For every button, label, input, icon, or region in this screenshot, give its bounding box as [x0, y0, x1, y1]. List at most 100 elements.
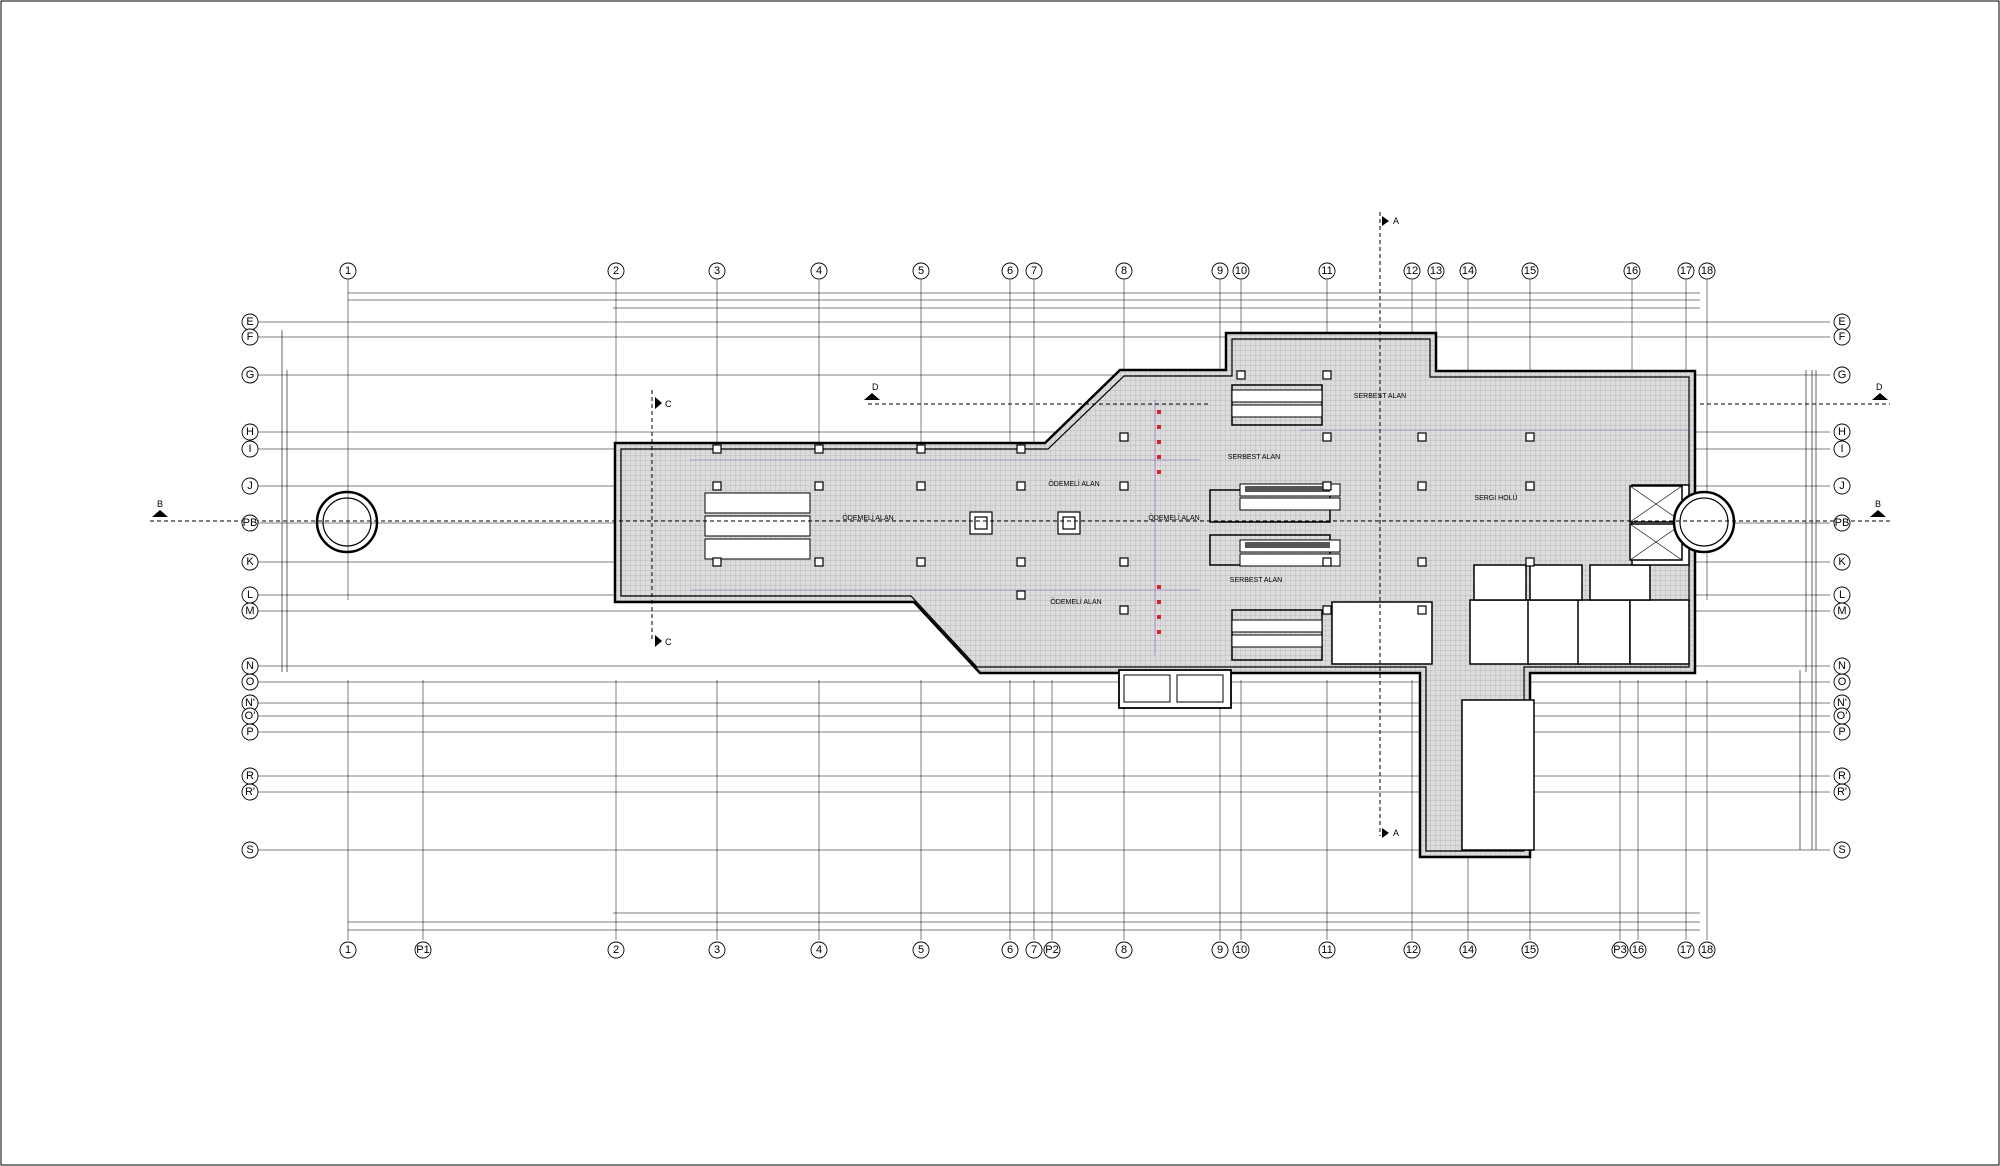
grid-bubble-bottom-9: 9: [1211, 941, 1229, 959]
grid-bubble-right-N: N: [1833, 657, 1851, 675]
section-lines: [150, 212, 1890, 836]
grid-bubble-top-6-label: 6: [1007, 265, 1013, 277]
grid-bubble-left-PB-label: PB: [243, 517, 258, 529]
section-label-c-bottom: C: [665, 637, 672, 647]
grid-bubble-right-Rp-label: R': [1837, 786, 1847, 798]
grid-bubble-left-M: M: [241, 602, 259, 620]
column-12: [1119, 557, 1129, 567]
grid-bubble-top-16: 16: [1623, 262, 1641, 280]
dimension-lines: [281, 292, 1817, 931]
red-marker-0: [1157, 410, 1161, 414]
grid-bubble-right-K-label: K: [1838, 556, 1846, 568]
grid-bubble-left-J: J: [241, 477, 259, 495]
grid-bubble-left-P-label: P: [246, 726, 253, 738]
grid-bubble-left-E-label: E: [246, 316, 253, 328]
column-7: [1525, 481, 1535, 491]
grid-bubble-top-18-label: 18: [1701, 265, 1713, 277]
grid-bubble-bottom-P1-label: P1: [416, 944, 429, 956]
grid-bubble-bottom-7-label: 7: [1031, 944, 1037, 956]
column-25: [1119, 605, 1129, 615]
grid-bubble-top-14-label: 14: [1462, 265, 1474, 277]
grid-bubble-top-4: 4: [810, 262, 828, 280]
grid-bubble-left-H-label: H: [246, 426, 254, 438]
grid-bubble-right-F-label: F: [1839, 331, 1846, 343]
grid-bubble-top-18: 18: [1698, 262, 1716, 280]
floor-outline-inner: [620, 338, 1690, 852]
grid-bubble-top-8-label: 8: [1121, 265, 1127, 277]
grid-bubble-right-S: S: [1833, 841, 1851, 859]
grid-bubble-left-L: L: [241, 586, 259, 604]
grid-bubble-bottom-9-label: 9: [1217, 944, 1223, 956]
grid-bubble-top-12: 12: [1403, 262, 1421, 280]
column-22: [1417, 432, 1427, 442]
grid-bubble-top-7: 7: [1025, 262, 1043, 280]
grid-bubble-right-Rp: R': [1833, 783, 1851, 801]
grid-bubble-top-2: 2: [607, 262, 625, 280]
red-marker-3: [1157, 455, 1161, 459]
grid-bubble-top-13-label: 13: [1430, 265, 1442, 277]
grid-bubble-left-Rp-label: R': [245, 786, 255, 798]
grid-bubble-right-Op-label: O': [1837, 710, 1848, 722]
grid-bubble-right-M-label: M: [1837, 605, 1846, 617]
column-16: [712, 444, 722, 454]
section-label-b-right: B: [1875, 499, 1881, 509]
grid-bubble-bottom-15: 15: [1521, 941, 1539, 959]
grid-bubble-bottom-7: 7: [1025, 941, 1043, 959]
grid-bubble-top-5: 5: [912, 262, 930, 280]
column-11: [1016, 557, 1026, 567]
column-8: [712, 557, 722, 567]
grid-bubble-left-G: G: [241, 366, 259, 384]
grid-bubble-left-J-label: J: [247, 480, 253, 492]
grid-bubble-left-I-label: I: [248, 443, 251, 455]
grid-bubble-left-K: K: [241, 553, 259, 571]
grid-bubble-bottom-10-label: 10: [1235, 944, 1247, 956]
grid-bubble-left-S: S: [241, 841, 259, 859]
grid-bubble-left-I: I: [241, 440, 259, 458]
grid-bubble-top-1-label: 1: [345, 265, 351, 277]
grid-bubble-top-15: 15: [1521, 262, 1539, 280]
room-label-odemeli-alan-2: ÖDEMELİ ALAN: [1048, 479, 1099, 488]
grid-bubble-right-G-label: G: [1838, 369, 1847, 381]
grid-bubble-bottom-10: 10: [1232, 941, 1250, 959]
grid-bubble-right-PB: PB: [1833, 514, 1851, 532]
center-skylights: [969, 511, 1081, 535]
column-15: [1525, 557, 1535, 567]
grid-bubble-top-5-label: 5: [918, 265, 924, 277]
section-label-d-left: D: [872, 382, 879, 392]
grid-bubble-bottom-17-label: 17: [1680, 944, 1692, 956]
grid-bubble-right-H-label: H: [1838, 426, 1846, 438]
section-label-a-top: A: [1393, 216, 1399, 226]
room-label-sergi-holu: SERGİ HOLÜ: [1474, 493, 1517, 502]
grid-bubble-bottom-1-label: 1: [345, 944, 351, 956]
grid-bubble-bottom-2-label: 2: [613, 944, 619, 956]
grid-bubble-right-K: K: [1833, 553, 1851, 571]
column-21: [1322, 432, 1332, 442]
red-marker-4: [1157, 470, 1161, 474]
grid-bubble-bottom-6-label: 6: [1007, 944, 1013, 956]
column-4: [1119, 481, 1129, 491]
escalator-block-right: [1231, 389, 1341, 648]
grid-bubble-right-L: L: [1833, 586, 1851, 604]
grid-bubble-top-14: 14: [1459, 262, 1477, 280]
column-13: [1322, 557, 1332, 567]
grid-bubble-bottom-3-label: 3: [714, 944, 720, 956]
column-27: [1417, 605, 1427, 615]
grid-bubble-bottom-14-label: 14: [1462, 944, 1474, 956]
grid-bubble-right-I-label: I: [1840, 443, 1843, 455]
red-marker-6: [1157, 600, 1161, 604]
grid-bubble-bottom-16: 16: [1629, 941, 1647, 959]
grid-bubble-bottom-8-label: 8: [1121, 944, 1127, 956]
grid-bubble-right-J: J: [1833, 477, 1851, 495]
grid-bubble-bottom-12-label: 12: [1406, 944, 1418, 956]
grid-bubble-top-6: 6: [1001, 262, 1019, 280]
column-19: [1016, 444, 1026, 454]
red-marker-5: [1157, 585, 1161, 589]
column-28: [1236, 370, 1246, 380]
room-label-odemeli-alan-4: ÖDEMELİ ALAN: [1050, 597, 1101, 606]
ventilation-shaft-right: [1672, 490, 1736, 554]
grid-bubble-top-17: 17: [1677, 262, 1695, 280]
grid-bubble-bottom-17: 17: [1677, 941, 1695, 959]
grid-bubble-top-9: 9: [1211, 262, 1229, 280]
grid-bubble-right-O: O: [1833, 673, 1851, 691]
